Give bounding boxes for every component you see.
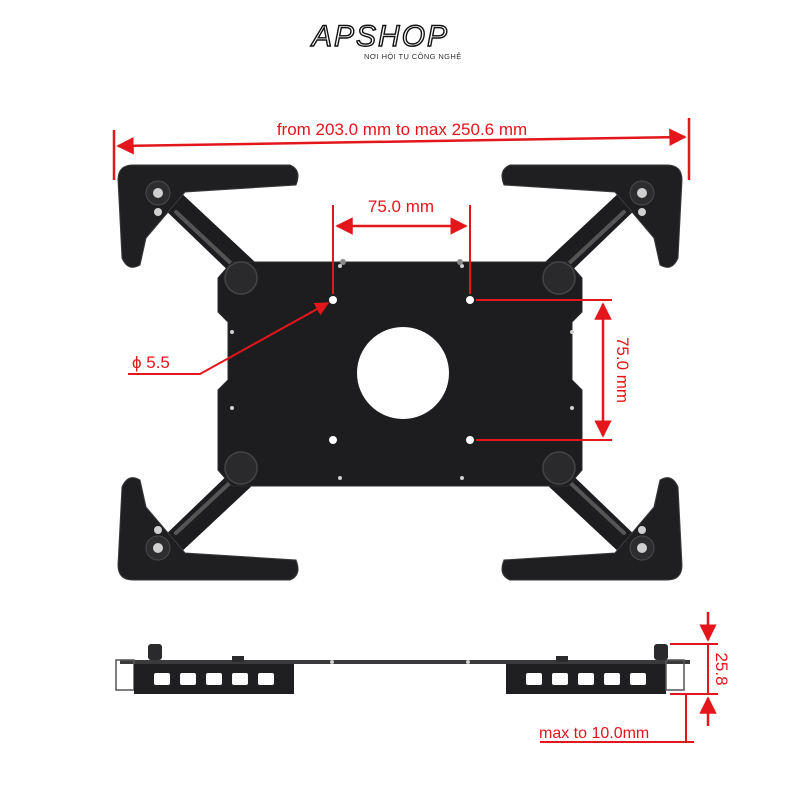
width-range-label: from 203.0 mm to max 250.6 mm	[277, 120, 527, 139]
side-block-left-slots	[154, 673, 274, 685]
bracket-bottom-right	[501, 477, 683, 581]
knob-bottom-left	[224, 451, 258, 485]
brand-logo: APSHOP NƠI HỘI TỤ CÔNG NGHỆ	[311, 20, 492, 62]
arm-bottom-left	[160, 465, 255, 555]
hole-vertical-label: 75.0 mm	[613, 337, 632, 403]
bracket-bottom-left	[117, 477, 299, 581]
dim-clamp-depth: max to 10.0mm	[539, 694, 694, 743]
dim-hole-vertical: 75.0 mm	[476, 299, 632, 441]
arm-bottom-right	[545, 465, 640, 555]
side-block-right-slots	[526, 673, 646, 685]
dim-height: 25.8	[670, 612, 731, 726]
side-plate	[120, 660, 690, 664]
bracket-top-left	[117, 164, 299, 268]
hole-horizontal-label: 75.0 mm	[368, 197, 434, 216]
knob-bottom-right	[542, 451, 576, 485]
hole-diameter-label: ϕ 5.5	[132, 353, 170, 372]
knob-top-left	[224, 261, 258, 295]
brand-name: APSHOP	[311, 20, 450, 53]
plate-rivets	[230, 259, 574, 480]
vesa-hole-tl	[329, 296, 337, 304]
brand-tagline: NƠI HỘI TỤ CÔNG NGHỆ	[364, 52, 462, 61]
arm-top-right	[545, 190, 640, 280]
vesa-hole-tr	[466, 296, 474, 304]
top-view: from 203.0 mm to max 250.6 mm 75.0 mm 75…	[112, 118, 691, 581]
dim-width: from 203.0 mm to max 250.6 mm	[112, 118, 691, 180]
center-hole	[357, 327, 449, 419]
vesa-hole-bl	[329, 436, 337, 444]
knob-top-right	[542, 261, 576, 295]
dim-hole-diameter: ϕ 5.5	[128, 302, 330, 375]
side-view: 25.8 max to 10.0mm	[115, 612, 731, 743]
height-label: 25.8	[712, 652, 731, 685]
vesa-hole-br	[466, 436, 474, 444]
bracket-top-right	[501, 164, 683, 268]
arm-top-left	[160, 190, 255, 280]
clamp-depth-label: max to 10.0mm	[539, 725, 649, 742]
dim-hole-horizontal: 75.0 mm	[332, 197, 471, 294]
